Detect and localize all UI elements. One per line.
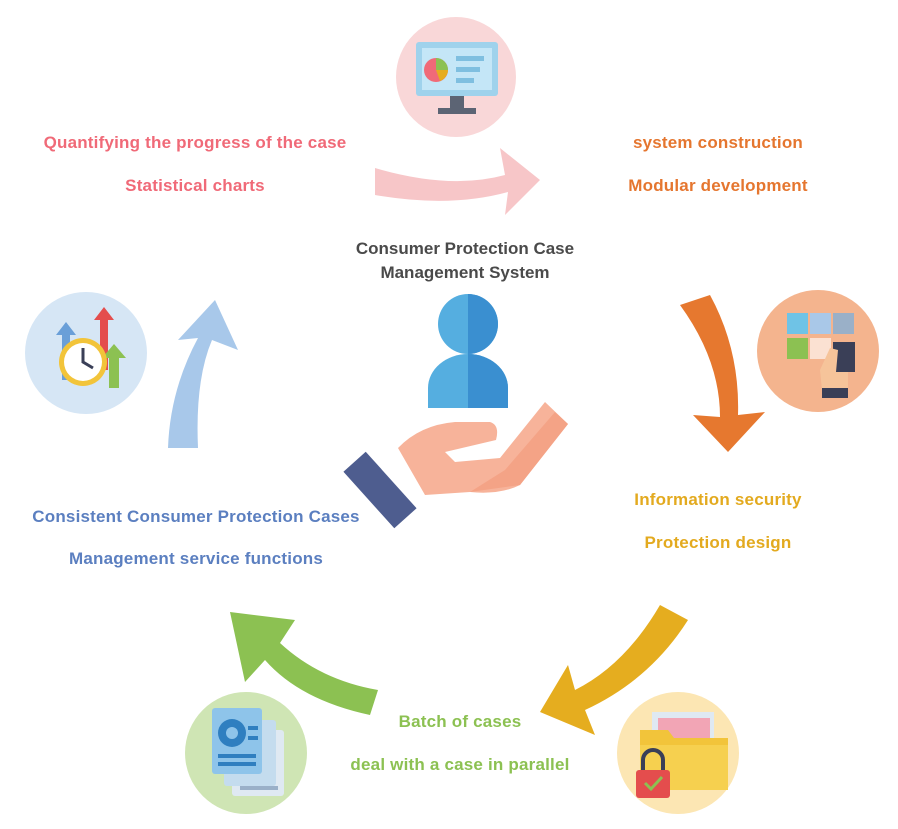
stage-5-line2: Management service functions [68,549,324,568]
arrow-bottom-right [540,605,688,735]
center-title: Consumer Protection Case Management Syst… [300,237,630,285]
stage-2-line2: Modular development [628,176,808,195]
arrow-left [168,300,238,448]
arrow-bottom-left [230,612,378,715]
stage-3-line2: Protection design [644,533,792,552]
center-title-line1: Consumer Protection Case [355,239,575,258]
arrow-right [680,295,765,452]
center-title-line2: Management System [380,263,550,282]
stage-3-line1: Information security [634,490,802,509]
stage-1-line1: Quantifying the progress of the case [43,133,347,152]
stage-1-line2: Statistical charts [125,176,265,195]
stage-4-line1: Batch of cases [398,712,522,731]
arrow-top [375,148,540,215]
stage-4-line2: deal with a case in parallel [350,755,570,774]
stage-2-line1: system construction [632,133,804,152]
stage-5-line1: Consistent Consumer Protection Cases [32,507,360,526]
